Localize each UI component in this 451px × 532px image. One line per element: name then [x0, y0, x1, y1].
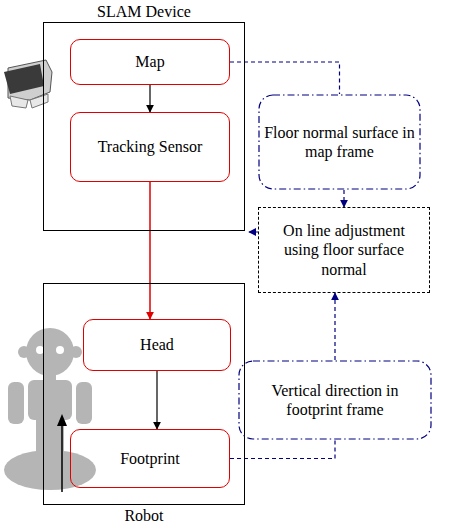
connector	[230, 62, 340, 94]
process-box: On line adjustment using floor surface n…	[258, 207, 430, 293]
robot-up-arrow	[57, 414, 67, 492]
data-box: Floor normal surface in map frame	[258, 94, 421, 190]
node-label: Footprint	[114, 449, 186, 468]
robot-group: RobotHeadFootprint	[43, 283, 245, 505]
process-box: Footprint	[70, 429, 230, 488]
device-group: SLAM DeviceMapTracking Sensor	[43, 22, 245, 231]
connector	[156, 371, 157, 429]
node-label: On line adjustment using floor surface n…	[259, 221, 429, 279]
connector	[230, 440, 335, 459]
process-box: Map	[70, 39, 230, 85]
node-label: Tracking Sensor	[92, 137, 209, 156]
dashdot-outline	[238, 360, 432, 440]
group-heading: Robot	[118, 506, 169, 525]
node-label: Map	[129, 52, 170, 71]
data-box: Vertical direction in footprint frame	[238, 360, 432, 440]
node-label: Vertical direction in footprint frame	[238, 381, 432, 419]
process-box: Head	[83, 319, 231, 371]
connector	[149, 85, 150, 112]
process-box: Tracking Sensor	[70, 112, 230, 182]
adjust-feed-arrow	[249, 232, 258, 233]
connector	[343, 190, 344, 207]
headset-icon	[4, 60, 52, 108]
connector	[334, 293, 335, 360]
connector	[149, 182, 151, 319]
dashdot-outline	[258, 94, 421, 190]
group-heading: SLAM Device	[91, 2, 197, 21]
node-label: Head	[134, 335, 180, 354]
node-label: Floor normal surface in map frame	[258, 123, 421, 161]
